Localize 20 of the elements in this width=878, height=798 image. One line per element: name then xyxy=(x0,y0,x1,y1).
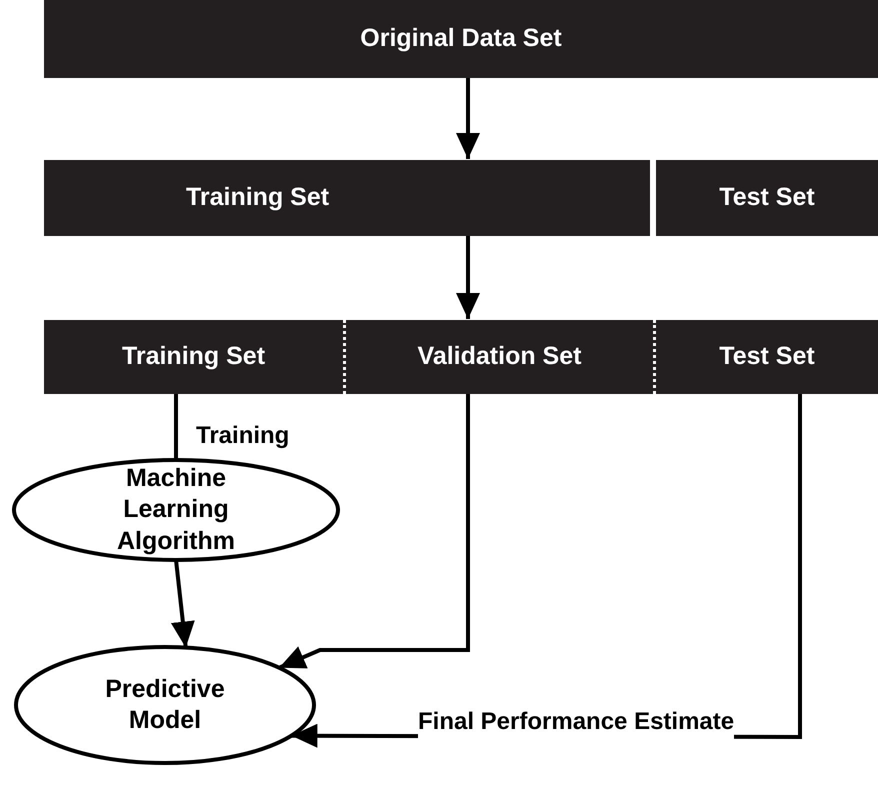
arrow xyxy=(170,560,195,648)
node-label: Test Set xyxy=(719,341,815,372)
data-bar xyxy=(44,160,650,236)
data-bar xyxy=(653,320,878,394)
data-bar xyxy=(343,320,653,394)
node-label: Training Set xyxy=(122,341,266,372)
data-bar xyxy=(44,320,343,394)
data-bar xyxy=(656,160,878,236)
arrow xyxy=(278,394,470,670)
process-ellipse xyxy=(14,645,316,765)
node-label: Predictive Model xyxy=(104,674,226,736)
node-label: Validation Set xyxy=(418,341,582,372)
node-label: Original Data Set xyxy=(360,23,562,54)
process-ellipse xyxy=(12,458,340,562)
node-label: Test Set xyxy=(719,182,815,214)
arrow xyxy=(456,78,480,159)
node-label: Machine Learning Algorithm xyxy=(116,463,236,557)
data-bar xyxy=(44,0,878,78)
node-label: Training Set xyxy=(186,182,330,214)
arrow xyxy=(456,236,480,319)
